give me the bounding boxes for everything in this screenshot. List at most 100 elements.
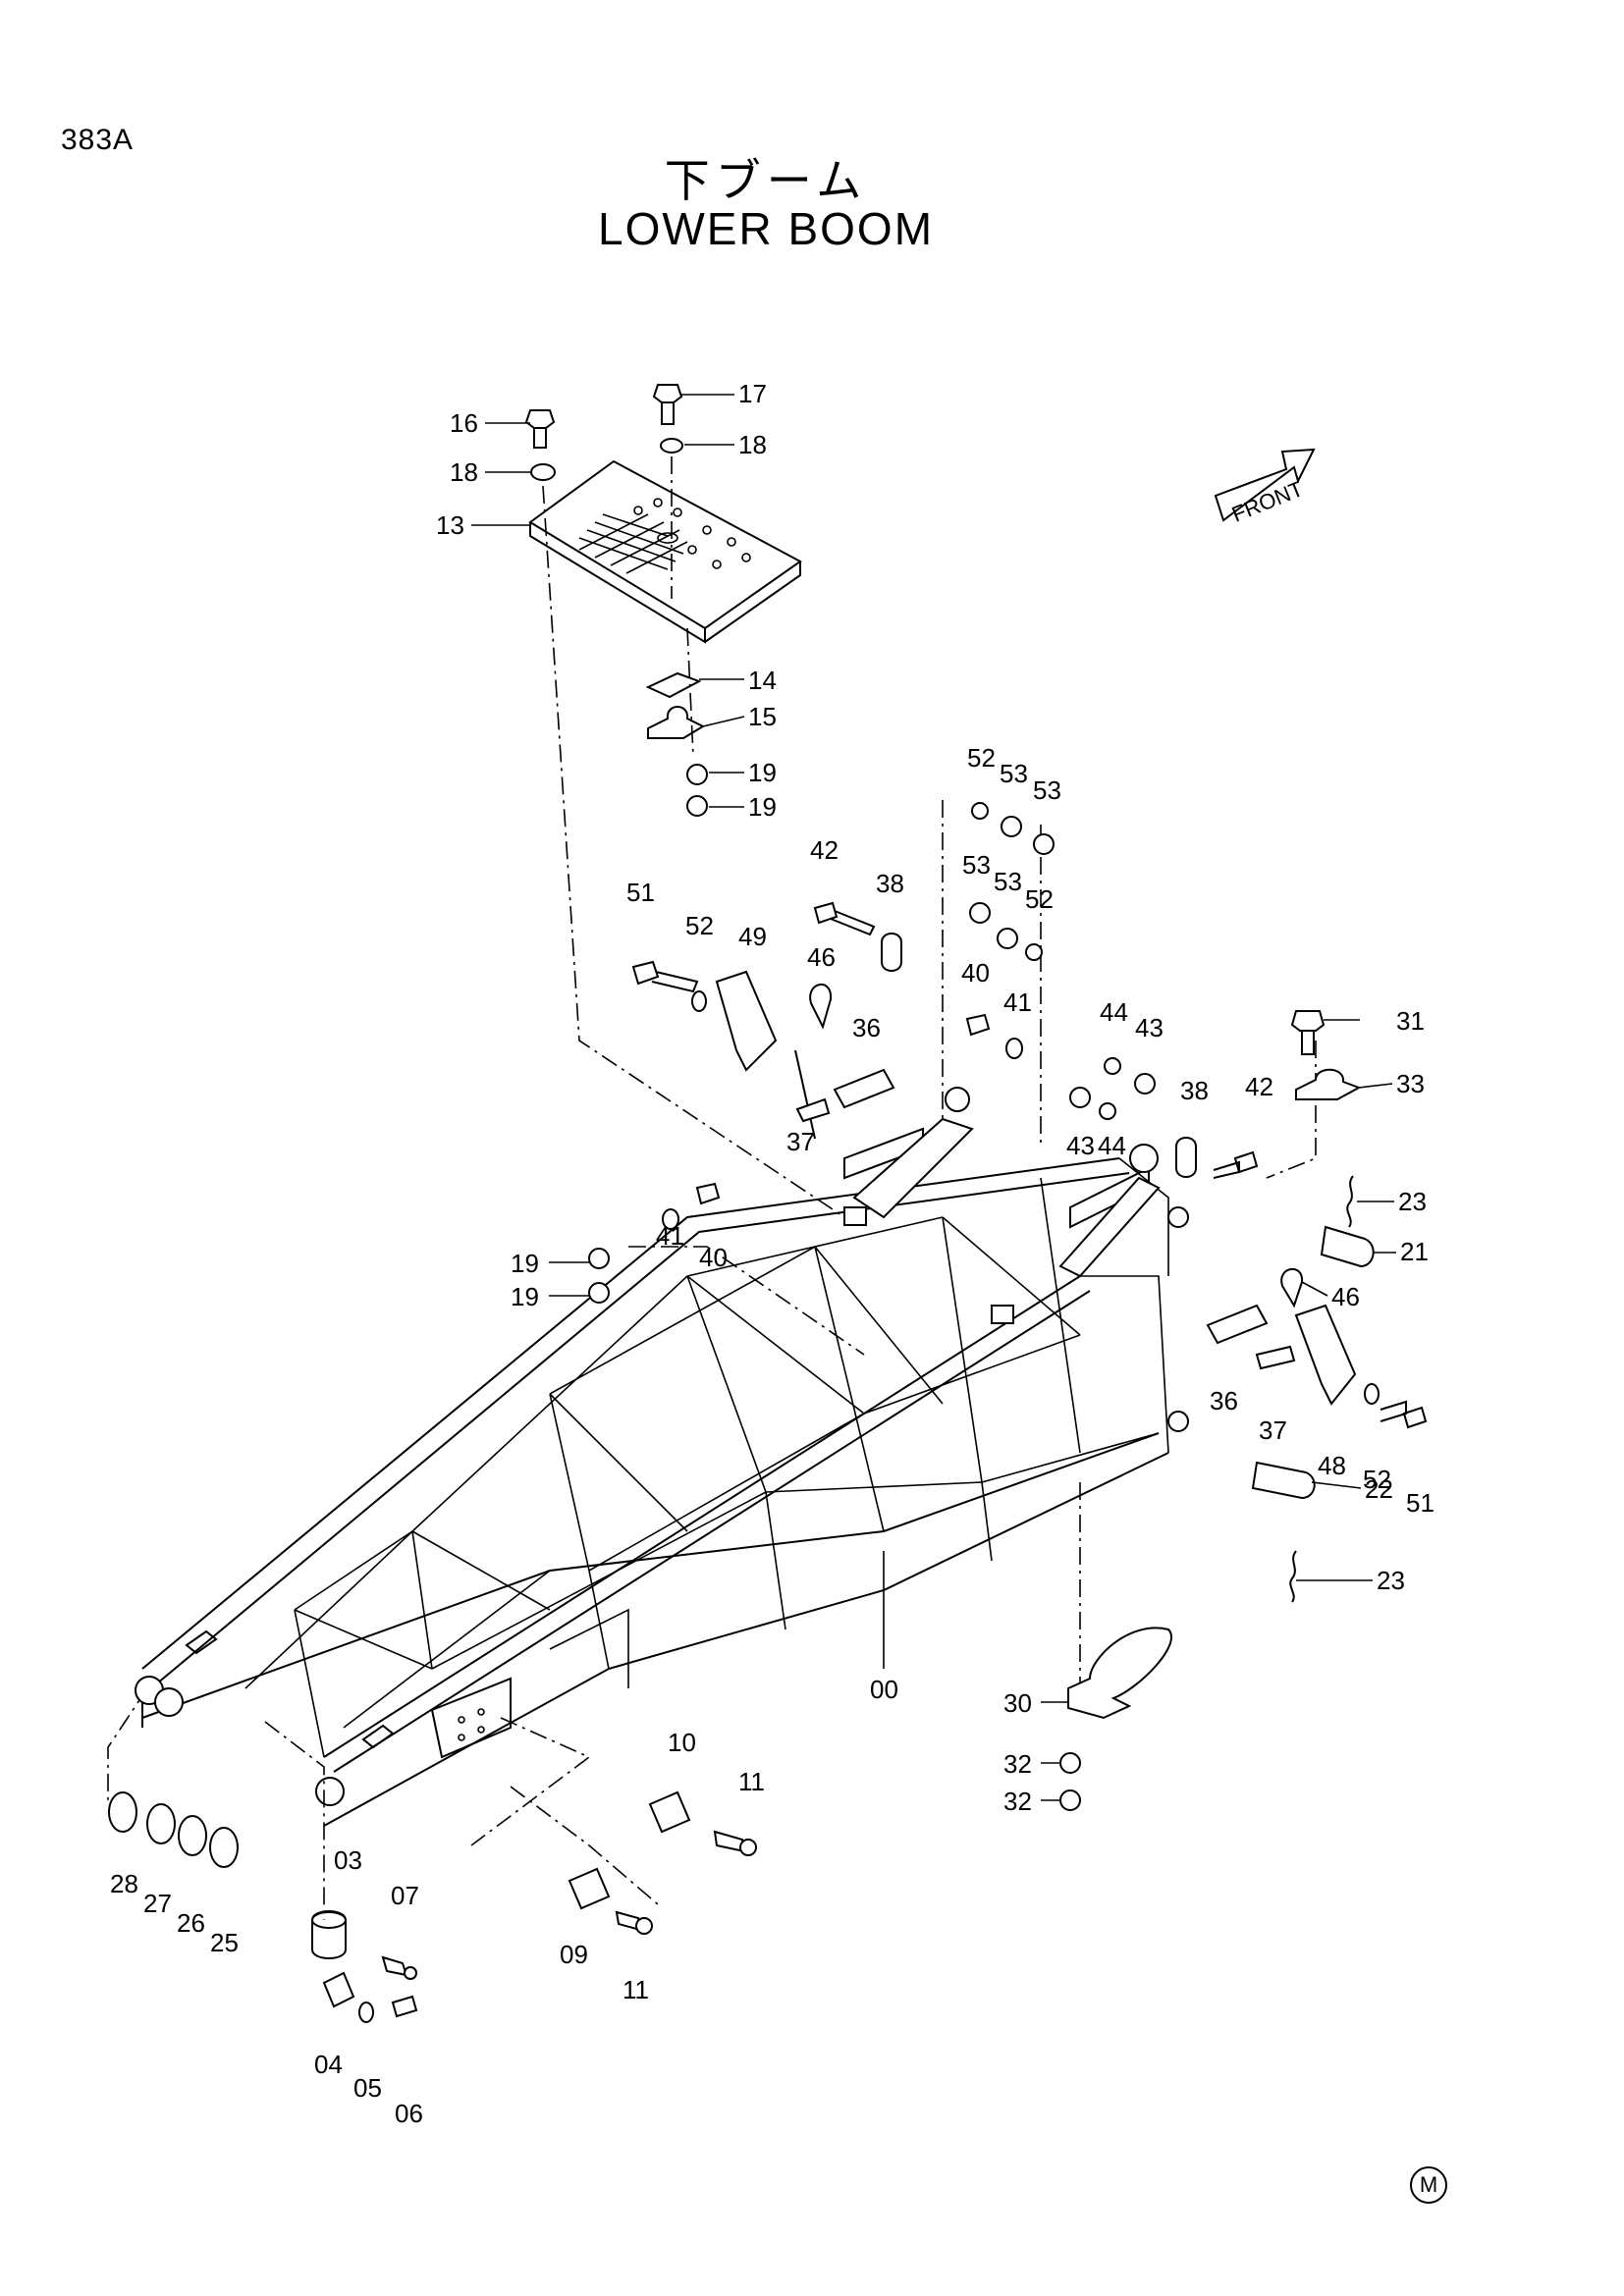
callout-28: 28 [110, 1869, 138, 1898]
cover-plate-10 [648, 1790, 691, 1834]
callout-41: 41 [1003, 988, 1032, 1017]
callout-40: 40 [699, 1243, 728, 1272]
callout-33: 33 [1396, 1069, 1425, 1098]
bottom-left-parts [108, 1721, 757, 2023]
callout-49: 49 [738, 922, 767, 951]
bolt-16 [524, 409, 556, 449]
bolt-31 [1290, 1010, 1326, 1032]
shim-25 [209, 1827, 239, 1868]
callout-52: 52 [685, 911, 714, 940]
spacer-38a [881, 933, 902, 972]
washer-52b [1025, 943, 1043, 961]
callout-13: 13 [436, 510, 464, 540]
callout-03: 03 [334, 1845, 362, 1875]
diagram-title-english: LOWER BOOM [597, 203, 935, 254]
shim-28 [108, 1791, 137, 1833]
plate-49 [715, 970, 778, 1072]
page-code: 383A [61, 124, 135, 156]
pin-23a [1346, 1175, 1354, 1228]
callout-00: 00 [870, 1675, 898, 1704]
pin-37a [795, 1097, 831, 1123]
callout-46: 46 [1331, 1282, 1360, 1311]
nut-32a [1059, 1752, 1081, 1774]
grease-fitting-07 [381, 1955, 408, 1977]
spacer-38b [1175, 1137, 1197, 1178]
callout-16: 16 [450, 408, 478, 438]
bolt-40b [695, 1182, 721, 1205]
callout-11: 11 [623, 1975, 649, 2004]
callout-37: 37 [1259, 1415, 1287, 1445]
bolt-51a [631, 960, 660, 986]
nut-53b [1033, 833, 1055, 855]
callout-26: 26 [177, 1908, 205, 1938]
diagram-title-japanese: 下ブーム [664, 154, 868, 207]
callout-38: 38 [876, 869, 904, 898]
callout-44: 44 [1098, 1131, 1126, 1160]
nut-53a [1001, 816, 1022, 837]
callouts: 16 17 18 18 13 14 15 19 19 52 53 53 53 5… [110, 379, 1435, 2128]
plate-04 [322, 1971, 355, 2008]
callout-53: 53 [1033, 775, 1061, 805]
callout-53: 53 [962, 850, 991, 880]
bracket-plate-left [852, 1117, 974, 1219]
shim-27 [146, 1803, 176, 1844]
bolt-42b [1233, 1150, 1259, 1174]
bracket-plate-right [1058, 1176, 1161, 1278]
upper-bracket-parts [588, 802, 1161, 1304]
callout-53: 53 [1000, 759, 1028, 788]
callout-22: 22 [1365, 1474, 1393, 1504]
nut-19c [588, 1248, 610, 1269]
platform-plate [528, 459, 802, 644]
callout-40: 40 [961, 958, 990, 988]
callout-30: 30 [1003, 1688, 1032, 1718]
callout-37: 37 [786, 1127, 815, 1156]
bolt-17 [652, 384, 683, 425]
callout-05: 05 [353, 2073, 382, 2103]
nut-19a [686, 764, 708, 785]
bolt-06 [391, 1995, 418, 2018]
nut-19b [686, 795, 708, 817]
pin-22 [1251, 1461, 1316, 1500]
callout-19: 19 [511, 1249, 539, 1278]
callout-31: 31 [1396, 1006, 1425, 1036]
nut-43b [1069, 1087, 1091, 1108]
block-36b [1206, 1304, 1269, 1345]
callout-21: 21 [1400, 1237, 1429, 1266]
washer-52c [691, 990, 707, 1012]
plate-48 [1294, 1304, 1357, 1406]
callout-51: 51 [1406, 1488, 1435, 1518]
callout-04: 04 [314, 2050, 343, 2079]
callout-06: 06 [395, 2099, 423, 2128]
pin-23b [1289, 1550, 1297, 1603]
washer-41b [662, 1208, 679, 1230]
bolt-42a [813, 901, 839, 925]
callout-38: 38 [1180, 1076, 1209, 1105]
cover-plate-09 [568, 1867, 611, 1910]
callout-23: 23 [1398, 1187, 1427, 1216]
callout-07: 07 [391, 1881, 419, 1910]
bolt-51b [1402, 1406, 1428, 1429]
callout-41: 41 [656, 1221, 684, 1251]
front-arrow-icon: FRONT [1214, 448, 1316, 527]
lynch-pin-46b [1280, 1267, 1304, 1308]
nut-53d [997, 928, 1018, 949]
callout-36: 36 [1210, 1386, 1238, 1415]
callout-18: 18 [738, 430, 767, 459]
shim-26 [178, 1815, 207, 1856]
callout-42: 42 [1245, 1072, 1273, 1101]
callout-43: 43 [1135, 1013, 1164, 1042]
washer-44b [1099, 1102, 1116, 1120]
callout-52: 52 [967, 743, 996, 773]
callout-46: 46 [807, 942, 836, 972]
nut-32b [1059, 1789, 1081, 1811]
nut-43a [1134, 1073, 1156, 1095]
callout-19: 19 [748, 792, 777, 822]
clamp-30 [1067, 1627, 1172, 1720]
pin-37b [1255, 1345, 1296, 1370]
callout-44: 44 [1100, 997, 1128, 1027]
callout-32: 32 [1003, 1749, 1032, 1779]
callout-17: 17 [738, 379, 767, 408]
callout-43: 43 [1066, 1131, 1095, 1160]
callout-19: 19 [511, 1282, 539, 1311]
block-36a [833, 1068, 895, 1109]
